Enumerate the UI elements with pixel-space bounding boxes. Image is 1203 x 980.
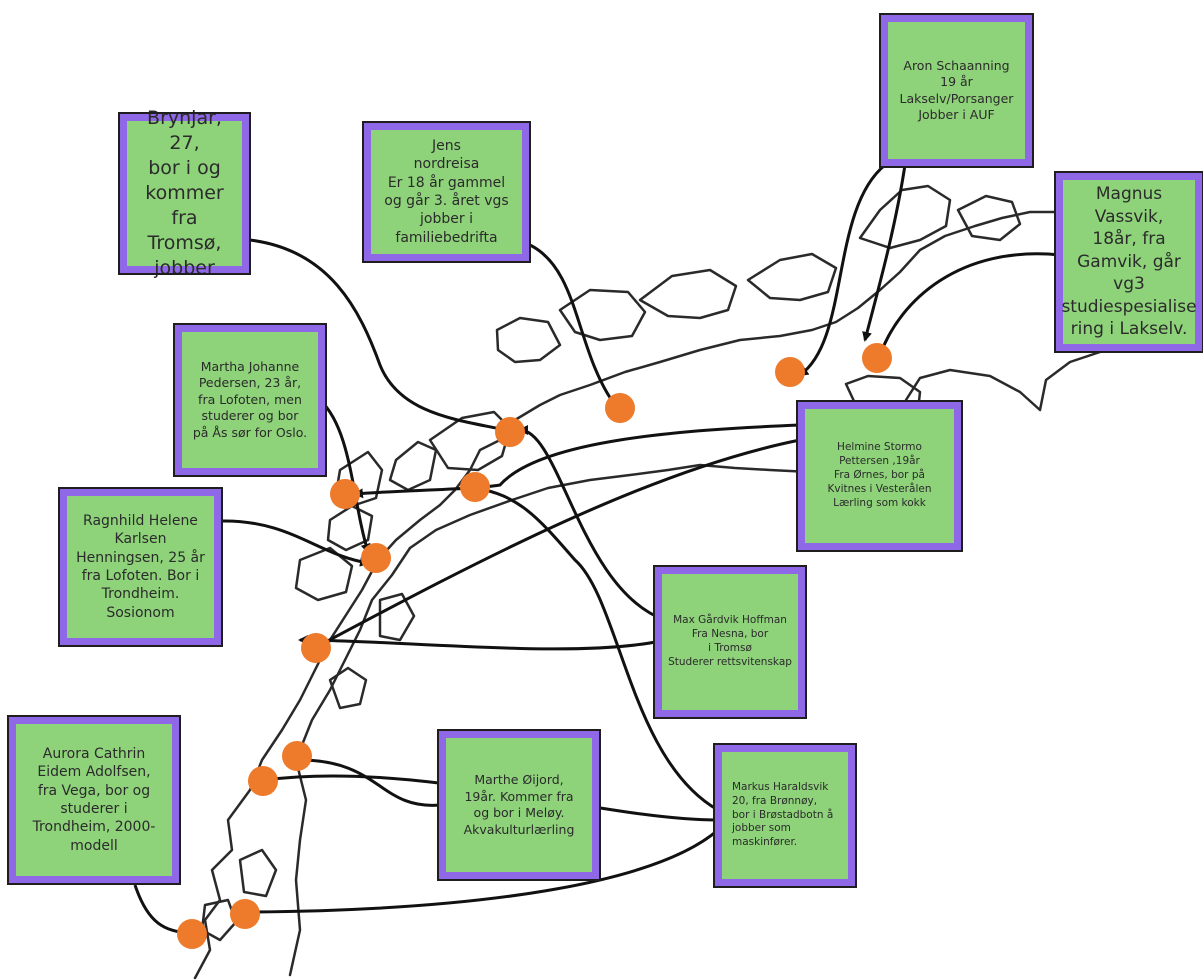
location-dot [361,543,391,573]
location-dot [862,343,892,373]
person-card-jens: Jens nordreisa Er 18 år gammel og går 3.… [362,121,531,263]
connector-markus-3 [248,828,719,917]
location-dot [495,417,525,447]
connector-marthe [298,755,441,807]
location-dot [605,393,635,423]
connector-max-2 [298,635,666,651]
connector-helmine-1 [353,423,801,499]
person-card-magnus: Magnus Vassvik, 18år, fra Gamvik, går vg… [1054,171,1203,353]
person-card-marthe: Marthe Øijord, 19år. Kommer fra og bor i… [437,729,601,881]
location-dot [177,919,207,949]
location-dot [282,741,312,771]
location-dots [177,343,892,949]
connector-aron-2 [798,163,886,377]
connector-martha [318,398,371,554]
location-dot [460,472,490,502]
connector-aron-1 [862,164,907,342]
connector-brynjar [249,238,507,434]
person-card-martha: Martha Johanne Pedersen, 23 år, fra Lofo… [173,323,327,477]
person-card-aurora: Aurora Cathrin Eidem Adolfsen, fra Vega,… [7,715,181,885]
connector-lines [133,163,1061,938]
location-dot [301,633,331,663]
person-card-helmine: Helmine Stormo Pettersen ,19år Fra Ørnes… [796,400,963,552]
connector-markus-1 [473,484,719,812]
person-card-max: Max Gårdvik Hoffman Fra Nesna, bor i Tro… [653,565,807,719]
location-dot [230,899,260,929]
connector-jens [529,243,617,407]
location-dot [248,766,278,796]
person-card-markus: Markus Haraldsvik 20, fra Brønnøy, bor i… [713,743,857,888]
connector-magnus [878,252,1061,357]
person-card-ragnhild: Ragnhild Helene Karlsen Henningsen, 25 å… [58,487,223,647]
coastline-outline [193,184,1102,980]
person-card-brynjar: Brynjar, 27, bor i og kommer fra Tromsø,… [118,107,251,279]
connector-ragnhild [221,519,370,567]
connector-helmine-2 [318,438,801,647]
person-card-aron: Aron Schaanning 19 år Lakselv/Porsanger … [879,13,1034,168]
location-dot [330,479,360,509]
connector-max-1 [518,425,666,622]
location-dot [775,357,805,387]
